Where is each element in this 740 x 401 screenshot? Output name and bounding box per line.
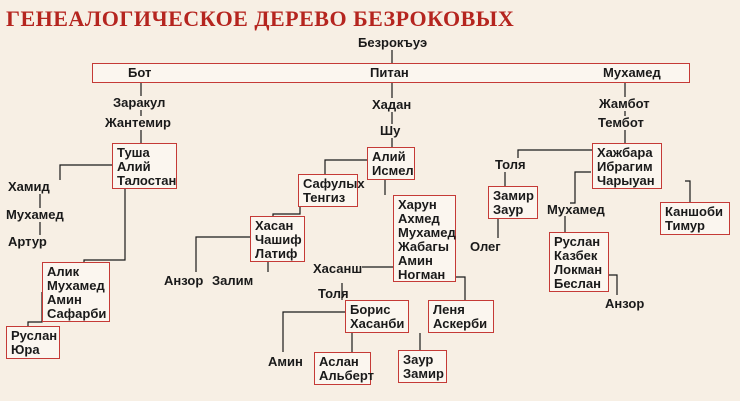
name-shu: Шу (380, 123, 401, 138)
name-artur: Артур (8, 234, 47, 249)
name-anzor-right: Анзор (605, 296, 645, 311)
name-tolya-right: Толя (495, 157, 526, 172)
name-anzor-left: Анзор (164, 273, 204, 288)
name-hamid: Хамид (8, 179, 50, 194)
name-hasansh: Хасанш (313, 261, 363, 276)
page-title: ГЕНЕАЛОГИЧЕСКОЕ ДЕРЕВО БЕЗРОКОВЫХ (6, 6, 515, 31)
name-zalim: Залим (212, 273, 254, 288)
name-muhamed-right: Мухамед (547, 202, 605, 217)
name-amin: Амин (268, 354, 303, 369)
name-oleg: Олег (470, 239, 501, 254)
name-tembot: Тембот (598, 115, 644, 130)
name-muhamed-left: Мухамед (6, 207, 64, 222)
top-name-left: Бот (128, 65, 152, 80)
name-zhambot: Жамбот (599, 96, 650, 111)
name-hadan: Хадан (372, 97, 412, 112)
top-name-right: Мухамед (603, 65, 661, 80)
name-tolya-center: Толя (318, 286, 349, 301)
name-zhantemir: Жантемир (105, 115, 171, 130)
top-generation-box (92, 63, 690, 83)
root-name: Безрокъуэ (358, 35, 428, 50)
top-name-center: Питан (370, 65, 409, 80)
name-zarakul: Заракул (113, 95, 166, 110)
